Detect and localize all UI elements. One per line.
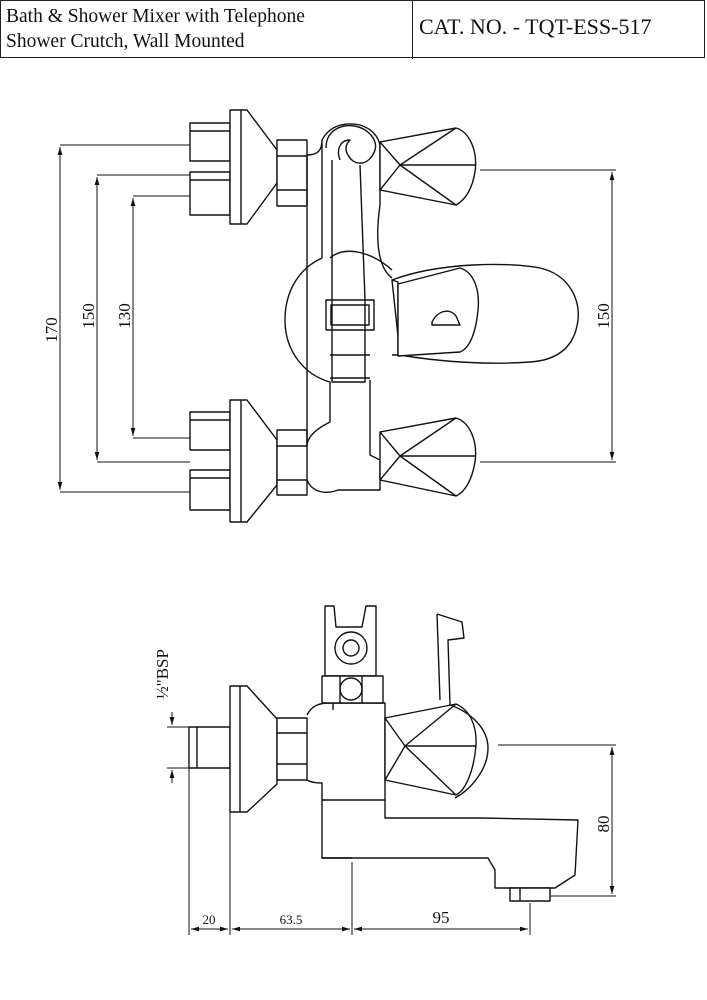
dim-80-label: 80 xyxy=(594,816,613,833)
header-divider xyxy=(412,1,413,59)
side-view xyxy=(188,605,579,902)
dim-170-label: 170 xyxy=(42,317,61,343)
bottom-inlet-connector xyxy=(189,399,308,523)
top-inlet-connector xyxy=(189,109,308,225)
side-view-dimensions xyxy=(167,712,616,935)
dim-130-label: 130 xyxy=(115,303,134,329)
dim-150-left-label: 150 xyxy=(79,303,98,329)
bsp-label: ½"BSP xyxy=(153,649,172,699)
dim-63-5-label: 63.5 xyxy=(280,912,303,927)
dim-20-label: 20 xyxy=(203,912,216,927)
front-view xyxy=(189,109,579,523)
title-block: Bath & Shower Mixer with Telephone Showe… xyxy=(0,0,705,59)
product-title: Bath & Shower Mixer with Telephone Showe… xyxy=(6,6,305,52)
front-view-dimensions xyxy=(57,144,616,493)
dim-150-right-label: 150 xyxy=(594,303,613,329)
dim-95-label: 95 xyxy=(433,908,450,927)
catalog-number: CAT. NO. - TQT-ESS-517 xyxy=(419,14,652,39)
